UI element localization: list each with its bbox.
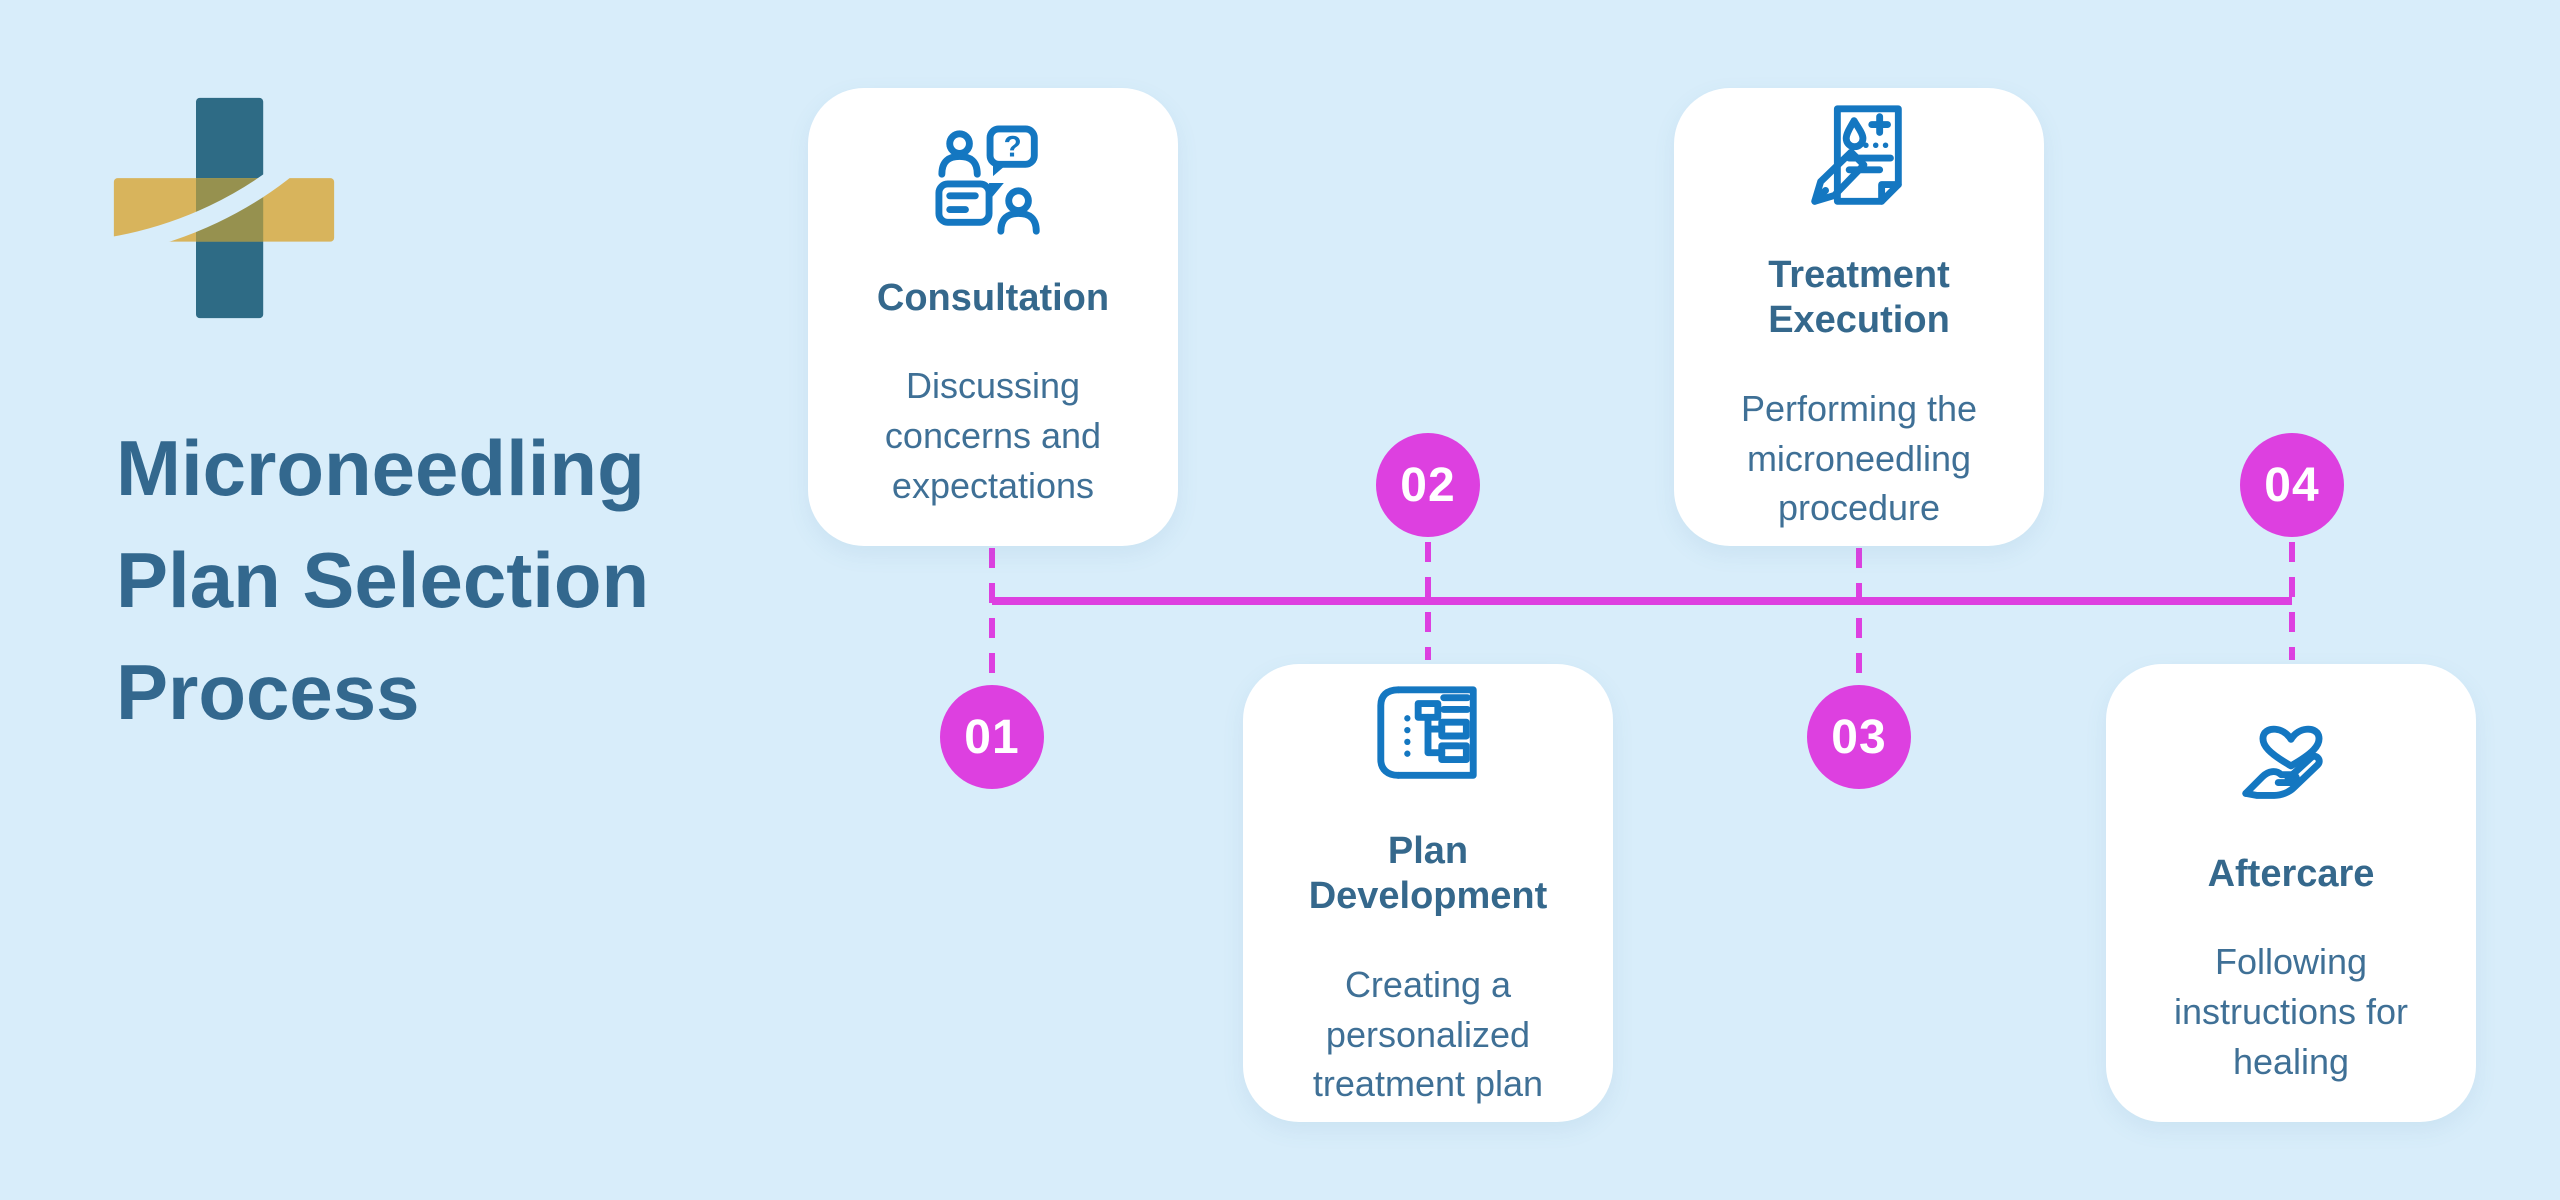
step-description: Following instructions for healing — [2173, 941, 2409, 1082]
step-description: Performing the microneedling procedure — [1740, 388, 1978, 529]
step-number-badge-1: 01 — [940, 685, 1044, 789]
step-title: Plan Development — [1308, 829, 1548, 918]
step-title: Aftercare — [2207, 852, 2375, 895]
step-title: Consultation — [876, 276, 1110, 319]
aftercare-icon — [2242, 725, 2323, 799]
step-description: Discussing concerns and expectations — [884, 365, 1102, 506]
logo-swoosh — [112, 139, 319, 256]
step-number-badge-4: 04 — [2240, 433, 2344, 537]
consultation-icon: ? — [935, 125, 1040, 235]
plan-development-icon — [1377, 686, 1477, 779]
step-number-badge-3: 03 — [1807, 685, 1911, 789]
step-card-treatment-execution: Treatment Execution Performing the micro… — [1674, 88, 2044, 546]
step-number-badge-2: 02 — [1376, 433, 1480, 537]
question-mark-glyph: ? — [1004, 130, 1022, 163]
step-card-aftercare: Aftercare Following instructions for hea… — [2106, 664, 2476, 1122]
step-card-consultation: ? Consultation Discussing concerns and e… — [808, 88, 1178, 546]
step-description: Creating a personalized treatment plan — [1312, 964, 1544, 1105]
page-title: Microneedling Plan Selection Process — [116, 424, 650, 736]
medical-cross-logo — [112, 97, 335, 319]
step-title: Treatment Execution — [1768, 253, 1950, 342]
step-card-plan-development: Plan Development Creating a personalized… — [1243, 664, 1613, 1122]
treatment-execution-icon — [1811, 105, 1902, 205]
